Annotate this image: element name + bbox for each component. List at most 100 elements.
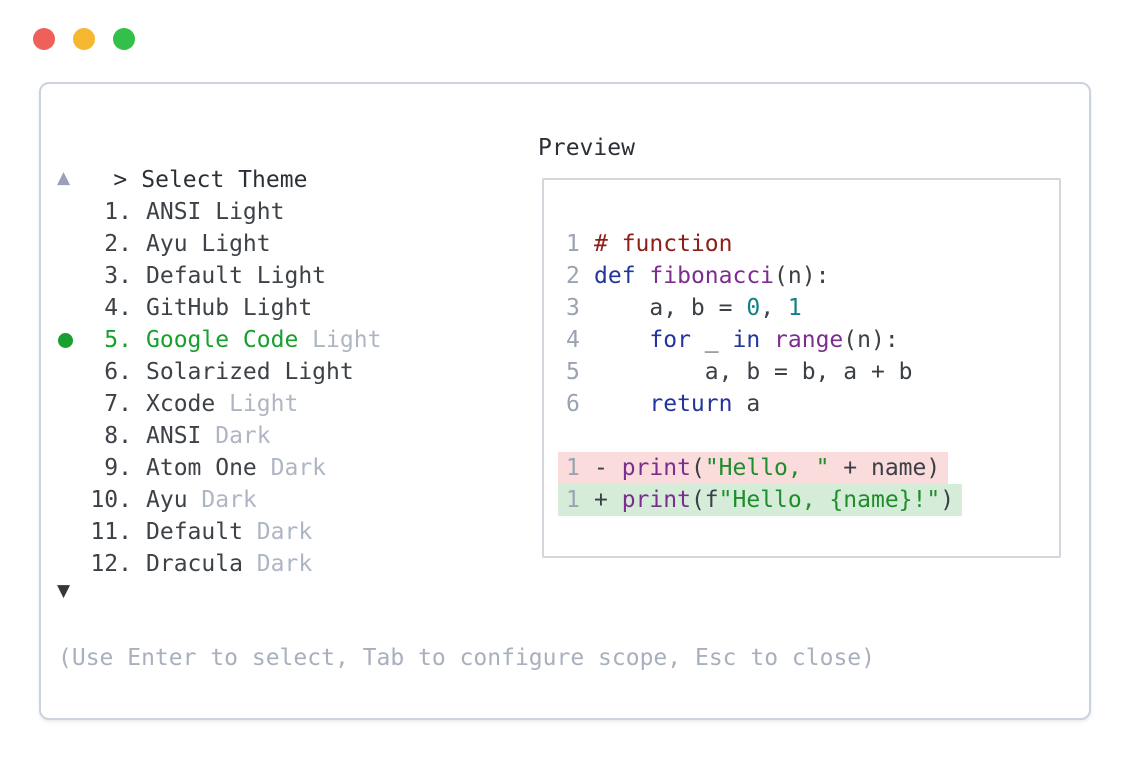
theme-option-10[interactable]: 10. Ayu Dark xyxy=(58,484,381,516)
minimize-button[interactable] xyxy=(73,28,95,50)
theme-option-7[interactable]: 7. Xcode Light xyxy=(58,388,381,420)
theme-variant: Dark xyxy=(242,519,313,545)
theme-variant: Light xyxy=(298,327,382,353)
line-number: 2 xyxy=(566,263,580,289)
code-line-5: 5 a, b = b, a + b xyxy=(566,356,1059,388)
scroll-up-icon[interactable]: ▲ xyxy=(57,168,71,188)
keyboard-hint: (Use Enter to select, Tab to configure s… xyxy=(58,645,875,671)
line-number: 1 xyxy=(566,487,580,513)
token-plain xyxy=(594,327,649,353)
diff-removed-line: 1- print("Hello, " + name) xyxy=(558,452,949,484)
line-number: 4 xyxy=(566,327,580,353)
code-line-6: 6 return a xyxy=(566,388,1059,420)
code-line-2: 2 def fibonacci(n): xyxy=(566,260,1059,292)
line-number: 1 xyxy=(566,455,580,481)
theme-variant: Dark xyxy=(242,551,313,577)
theme-name: Default Light xyxy=(146,263,327,289)
token-plain: (f xyxy=(690,487,719,513)
diff-added-line: 1 + print(f"Hello, {name}!") xyxy=(558,484,963,516)
token-literal: 0 xyxy=(746,295,761,321)
theme-number: 4. xyxy=(104,295,132,321)
theme-name: GitHub Light xyxy=(146,295,313,321)
line-number: 5 xyxy=(566,359,580,385)
token-plain: , xyxy=(760,295,788,321)
selected-indicator-dot xyxy=(58,332,90,348)
theme-option-6[interactable]: 6. Solarized Light xyxy=(58,356,381,388)
theme-option-2[interactable]: 2. Ayu Light xyxy=(58,228,381,260)
prompt-line: > Select Theme xyxy=(58,132,307,228)
token-keyword: def xyxy=(594,263,636,289)
theme-name: Ayu Light xyxy=(146,231,271,257)
theme-picker-panel: > Select Theme ▲ 1. ANSI Light 2. Ayu Light 3… xyxy=(39,82,1091,720)
theme-name: Ayu xyxy=(146,487,188,513)
token-plain: a, b = xyxy=(594,295,747,321)
token-plain xyxy=(594,391,649,417)
prompt-marker: > xyxy=(113,167,128,193)
token-comment: # function xyxy=(594,231,733,257)
theme-option-11[interactable]: 11.Default Dark xyxy=(58,516,381,548)
page-title: Select Theme xyxy=(141,167,308,193)
token-literal: 1 xyxy=(787,295,802,321)
token-plain: ) xyxy=(940,487,955,513)
theme-number: 1. xyxy=(104,199,132,225)
theme-number: 9. xyxy=(104,455,132,481)
token-keyword: return xyxy=(649,391,733,417)
theme-name: Solarized Light xyxy=(146,359,354,385)
token-plain: + xyxy=(594,487,622,513)
selected-dot-icon xyxy=(58,332,73,348)
theme-option-4[interactable]: 4. GitHub Light xyxy=(58,292,381,324)
token-keyword: in xyxy=(732,327,761,353)
token-string: "Hello, " xyxy=(704,455,830,481)
blank-line xyxy=(566,420,1059,452)
theme-name: Google Code xyxy=(146,327,299,353)
theme-number: 7. xyxy=(104,391,132,417)
token-function: fibonacci xyxy=(649,263,775,289)
maximize-button[interactable] xyxy=(113,28,135,50)
theme-option-9[interactable]: 9.Atom One Dark xyxy=(58,452,381,484)
token-function: range xyxy=(774,327,844,353)
theme-number: 3. xyxy=(104,263,132,289)
token-plain xyxy=(760,327,774,353)
token-plain: (n): xyxy=(774,263,830,289)
token-plain: (n): xyxy=(843,327,899,353)
token-keyword: for xyxy=(649,327,691,353)
theme-number: 2. xyxy=(104,231,132,257)
token-plain: - xyxy=(594,455,622,481)
close-button[interactable] xyxy=(33,28,55,50)
scroll-down-icon[interactable]: ▼ xyxy=(57,581,71,601)
window-controls xyxy=(33,28,135,50)
theme-variant: Light xyxy=(215,391,299,417)
token-plain: + name) xyxy=(829,455,941,481)
token-plain xyxy=(636,263,650,289)
theme-name: Xcode xyxy=(146,391,216,417)
theme-option-1[interactable]: 1. ANSI Light xyxy=(58,196,381,228)
theme-number: 11. xyxy=(90,519,132,545)
theme-name: ANSI Light xyxy=(146,199,285,225)
line-number: 3 xyxy=(566,295,580,321)
theme-number: 12. xyxy=(90,551,132,577)
token-plain: ( xyxy=(690,455,705,481)
token-string: "Hello, {name}!" xyxy=(718,487,941,513)
token-plain: _ xyxy=(690,327,733,353)
token-function: print xyxy=(621,455,691,481)
theme-variant: Dark xyxy=(187,487,257,513)
theme-number: 10. xyxy=(90,487,132,513)
preview-label: Preview xyxy=(538,135,635,161)
theme-variant: Dark xyxy=(201,423,271,449)
theme-number: 8. xyxy=(104,423,132,449)
theme-variant: Dark xyxy=(256,455,327,481)
token-plain: a xyxy=(732,391,761,417)
theme-option-3[interactable]: 3. Default Light xyxy=(58,260,381,292)
token-plain: a, b = b, a + b xyxy=(594,359,913,385)
theme-number: 5. xyxy=(104,327,132,353)
code-line-1: 1 # function xyxy=(566,228,1059,260)
code-line-3: 3 a, b = 0, 1 xyxy=(566,292,1059,324)
line-number: 1 xyxy=(566,231,580,257)
theme-option-5[interactable]: 5. Google Code Light xyxy=(58,324,381,356)
theme-option-12[interactable]: 12.Dracula Dark xyxy=(58,548,381,580)
theme-option-8[interactable]: 8.ANSI Dark xyxy=(58,420,381,452)
token-function: print xyxy=(621,487,691,513)
theme-number: 6. xyxy=(104,359,132,385)
